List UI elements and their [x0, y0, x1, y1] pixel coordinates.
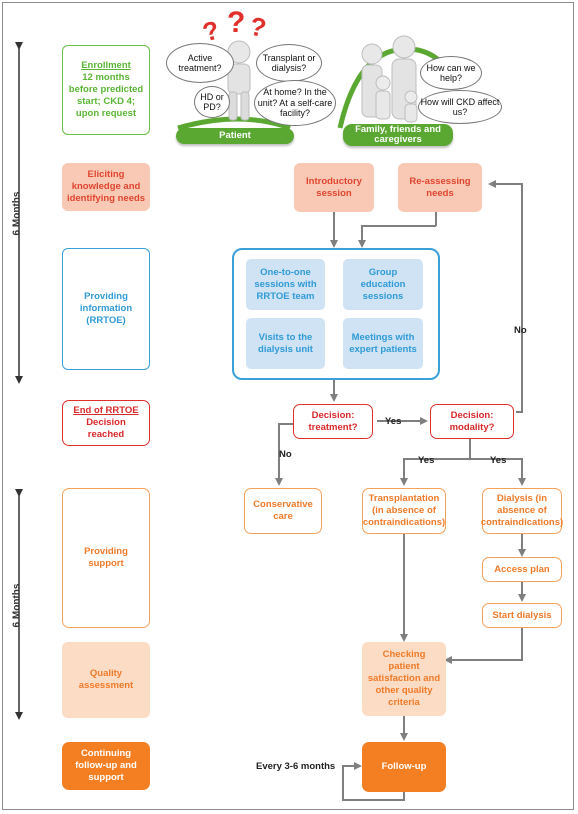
eliciting-box: Eliciting knowledge and identifying need… — [62, 163, 150, 211]
arrow-start-to-checking — [444, 628, 523, 664]
end-of-rrtoe-box: End of RRTOE Decision reached — [62, 400, 150, 446]
end-of-rrtoe-text: Decision reached — [86, 417, 126, 440]
timeline-top-label: 6 Months — [11, 191, 23, 236]
enrollment-text: 12 months before predicted start; CKD 4;… — [68, 72, 144, 119]
question-mark-icon: ? — [227, 6, 246, 39]
bubble-transplant-or-dialysis: Transplant or dialysis? — [256, 44, 322, 82]
yes-label-transplant: Yes — [418, 455, 435, 466]
enrollment-title: Enrollment — [81, 60, 131, 71]
bubble-where: At home? In the unit? At a self-care fac… — [254, 80, 336, 126]
enrollment-box: Enrollment 12 months before predicted st… — [62, 45, 150, 135]
end-of-rrtoe-title: End of RRTOE — [73, 405, 139, 416]
one-to-one-box: One-to-one sessions with RRTOE team — [246, 259, 325, 310]
patient-figure — [177, 40, 291, 131]
bubble-how-will-ckd-affect-us: How will CKD affect us? — [418, 90, 502, 124]
checking-satisfaction-box: Checking patient satisfaction and other … — [362, 642, 446, 716]
yes-label-dialysis: Yes — [490, 455, 507, 466]
arrow-no-loop — [488, 180, 523, 413]
reassessing-needs-box: Re-assessing needs — [398, 163, 482, 212]
follow-up-box: Follow-up — [362, 742, 446, 792]
arrow-reassess-merge — [358, 225, 436, 248]
bubble-hd-or-pd: HD or PD? — [194, 86, 230, 118]
arrow-to-dialysis — [470, 458, 526, 486]
introductory-session-box: Introductory session — [294, 163, 374, 212]
decision-modality-box: Decision: modality? — [430, 404, 514, 439]
yes-label-treatment: Yes — [385, 416, 402, 427]
continuing-box: Continuing follow-up and support — [62, 742, 150, 790]
patient-plate: Patient — [176, 128, 294, 144]
visits-box: Visits to the dialysis unit — [246, 318, 325, 369]
dialysis-box: Dialysis (in absence of contraindication… — [481, 488, 563, 534]
timeline-bottom-label: 6 Months — [11, 583, 23, 628]
no-label-loop: No — [514, 325, 527, 336]
access-plan-box: Access plan — [482, 557, 562, 582]
group-education-box: Group education sessions — [343, 259, 423, 310]
quality-assessment-box: Quality assessment — [62, 642, 150, 718]
meetings-box: Meetings with expert patients — [343, 318, 423, 369]
family-plate: Family, friends and caregivers — [343, 124, 453, 146]
providing-information-box: Providing information (RRTOE) — [62, 248, 150, 370]
start-dialysis-box: Start dialysis — [482, 603, 562, 628]
providing-support-box: Providing support — [62, 488, 150, 628]
bubble-active-treatment: Active treatment? — [166, 43, 234, 83]
transplantation-box: Transplantation (in absence of contraind… — [362, 488, 446, 534]
no-label-conservative: No — [279, 449, 292, 460]
arrow-followup-loop — [342, 762, 405, 801]
every-3-6-months-label: Every 3-6 months — [256, 761, 336, 772]
arrow-to-transplant — [400, 458, 470, 486]
conservative-care-box: Conservative care — [244, 488, 322, 534]
decision-treatment-box: Decision: treatment? — [293, 404, 373, 439]
bubble-how-can-we-help: How can we help? — [420, 56, 482, 90]
